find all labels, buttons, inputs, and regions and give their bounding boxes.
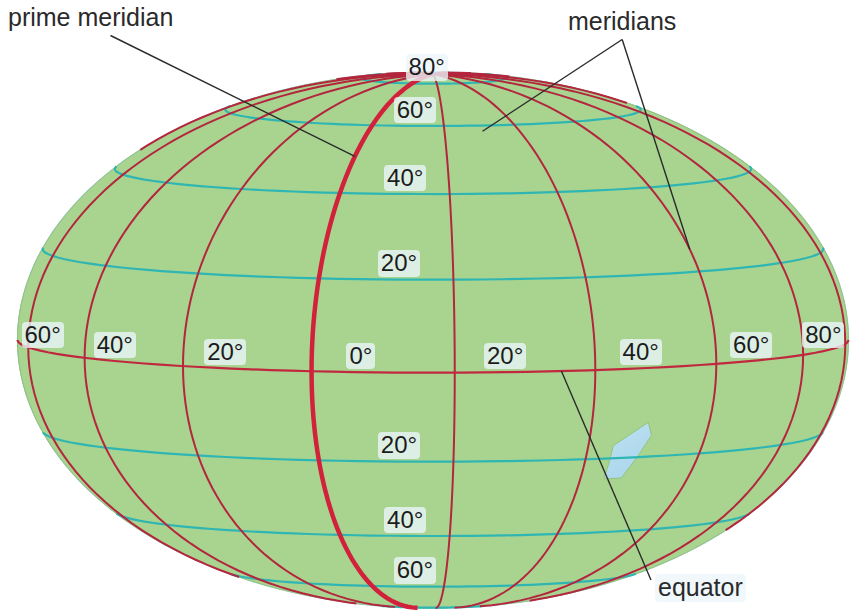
meridian-line [433, 74, 803, 601]
latitude-label: 80° [406, 54, 448, 80]
leader-line [483, 40, 623, 132]
meridian-line [433, 74, 716, 606]
longitude-label: 40° [94, 332, 136, 358]
latitude-label: 60° [394, 97, 436, 123]
latitude-label: 20° [378, 432, 420, 458]
longitude-label: 20° [204, 339, 246, 365]
longitude-label: 40° [620, 339, 662, 365]
leader-line [561, 371, 651, 580]
latitude-label: 40° [384, 507, 426, 533]
meridian-line [433, 74, 845, 530]
meridian-line [433, 74, 455, 608]
callout-label: equator [655, 574, 746, 602]
latitude-label: 60° [394, 557, 436, 583]
longitude-label: 60° [22, 322, 64, 348]
globe-group [18, 72, 849, 608]
callout-label: meridians [568, 8, 676, 36]
land-mass [18, 72, 849, 608]
callout-label: prime meridian [8, 4, 173, 32]
longitude-label: 20° [484, 343, 526, 369]
meridian-line [85, 74, 433, 603]
ocean-sphere [18, 72, 849, 608]
longitude-label: 0° [346, 343, 375, 369]
leader-line [111, 36, 355, 157]
meridian-line [433, 74, 627, 103]
leader-line [622, 40, 690, 250]
longitude-label: 80° [802, 322, 844, 348]
latitude-label: 20° [378, 250, 420, 276]
parallel-line [115, 166, 751, 194]
meridian-line [28, 74, 433, 577]
meridian-line [183, 74, 433, 607]
prime-meridian-line [312, 74, 433, 608]
meridian-line [433, 74, 595, 608]
latitude-label: 40° [384, 165, 426, 191]
longitude-label: 60° [730, 332, 772, 358]
parallel-line [43, 248, 824, 280]
equator-line [18, 340, 849, 373]
